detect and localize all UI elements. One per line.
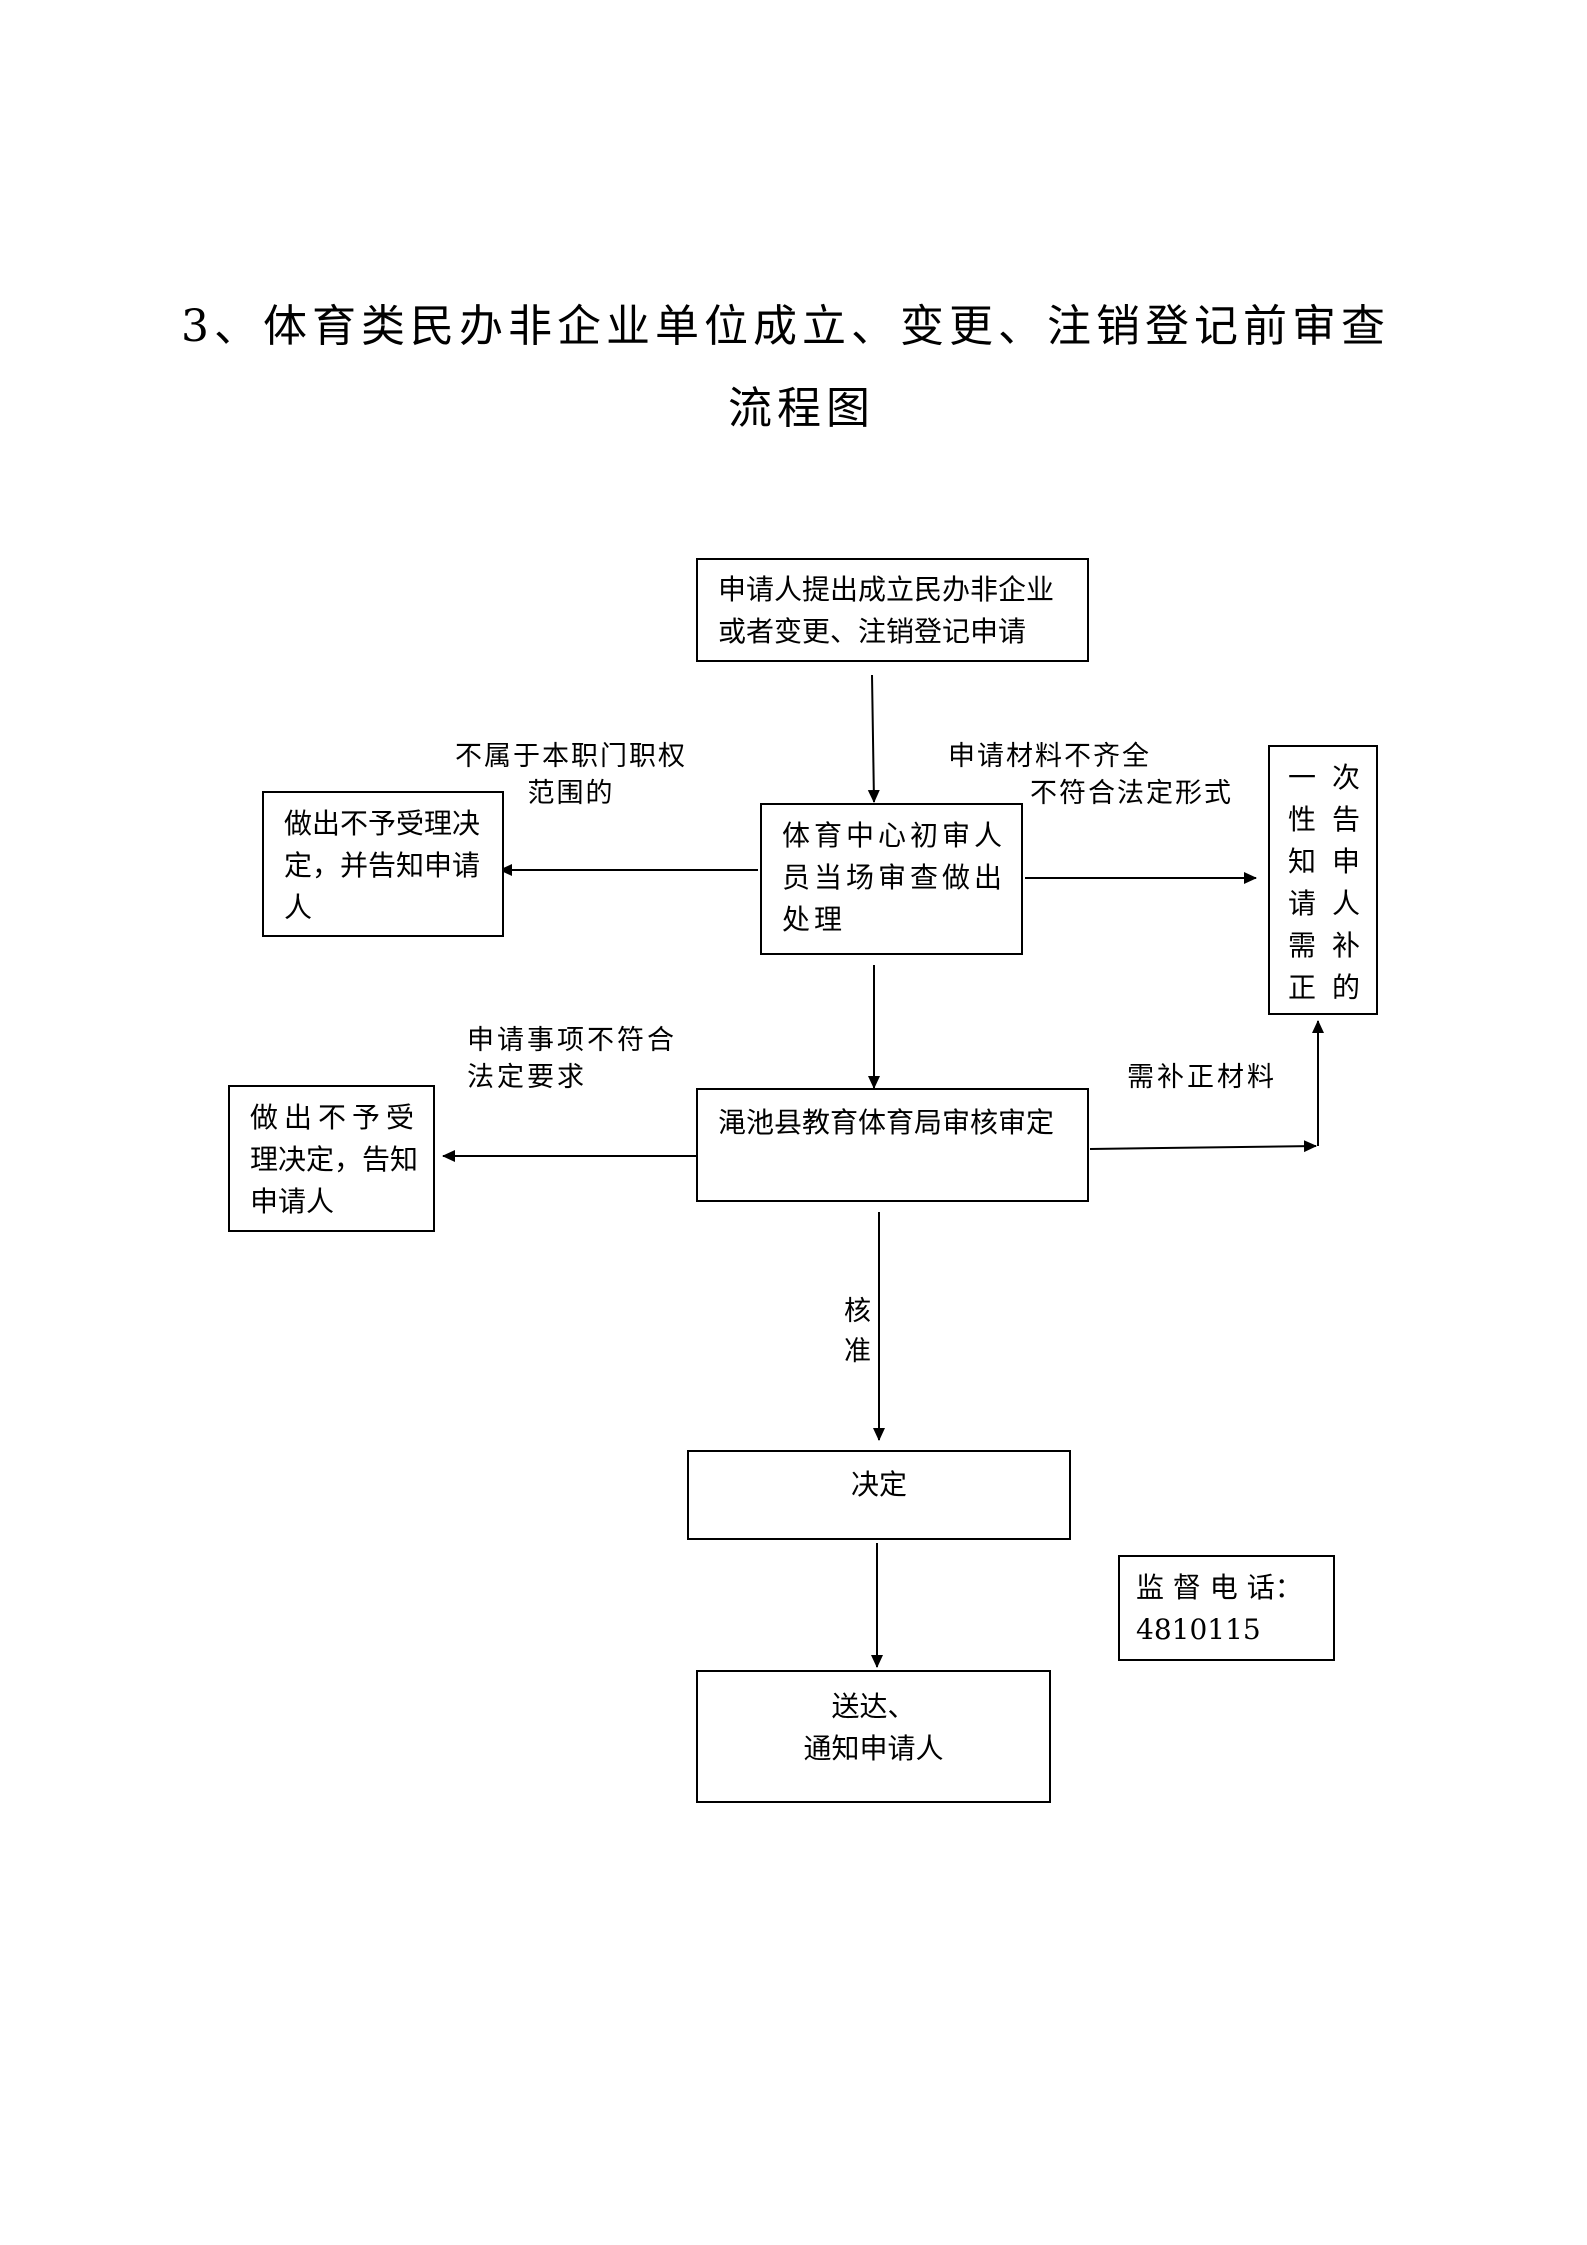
notify-column-right: 次 告 申 人 补 的 [1331,761,1360,1004]
node-reject-out-of-scope: 做出不予受理决 定，并告知申请 人 [262,791,504,937]
node-reject-1-line1: 做出不予受理决 [284,807,481,840]
supervision-phone-box: 监 督 电 话： 4810115 [1118,1555,1335,1661]
node-reject-1-line2: 定，并告知申请 [284,849,481,882]
supervision-phone-number: 4810115 [1136,1613,1261,1646]
supervision-phone-label: 监 督 电 话： [1136,1571,1303,1604]
node-initial-review-line3: 处理 [782,903,847,936]
node-deliver-line1: 送达、 [831,1690,916,1723]
node-deliver-line2: 通知申请人 [803,1732,944,1765]
notify-column-left: 一 性 知 请 需 正 [1287,761,1316,1004]
label-approved: 核 准 [844,1296,871,1367]
node-deliver: 送达、 通知申请人 [696,1670,1051,1803]
node-decision-label: 决定 [850,1468,907,1501]
label-out-of-scope: 不属于本职门职权 范围的 [455,741,687,809]
node-reject-2-line1: 做出不予受 [250,1101,421,1134]
node-notify-supplement: 一 性 知 请 需 正 次 告 申 人 补 的 [1268,745,1378,1015]
node-bureau-review-line1: 渑池县教育体育局审核审定 [718,1106,1055,1139]
node-application-line1: 申请人提出成立民办非企业 [718,573,1055,606]
node-reject-2-line3: 申请人 [250,1185,335,1218]
arrow-apply-to-review [867,674,880,803]
node-application-line2: 或者变更、注销登记申请 [718,615,1027,648]
document-subtitle: 流程图 [728,383,875,434]
label-need-supplement: 需补正材料 [1127,1062,1277,1093]
node-initial-review-line1: 体育中心初审人 [782,819,1007,852]
node-decision: 决定 [687,1450,1071,1540]
label-incomplete-materials: 申请材料不齐全 不符合法定形式 [948,741,1233,809]
node-reject-not-compliant: 做出不予受 理决定，告知 申请人 [228,1085,435,1232]
node-reject-1-line3: 人 [284,891,313,924]
node-bureau-review: 渑池县教育体育局审核审定 [696,1088,1089,1202]
node-application: 申请人提出成立民办非企业 或者变更、注销登记申请 [696,558,1089,662]
node-initial-review: 体育中心初审人 员当场审查做出 处理 [760,803,1023,955]
document-title: 3、体育类民办非企业单位成立、变更、注销登记前审查 [181,301,1390,352]
label-not-compliant: 申请事项不符合 法定要求 [467,1025,677,1093]
node-reject-2-line2: 理决定，告知 [250,1143,419,1176]
arrow-bureau-to-supplement [1089,1140,1317,1153]
node-initial-review-line2: 员当场审查做出 [782,861,1007,894]
